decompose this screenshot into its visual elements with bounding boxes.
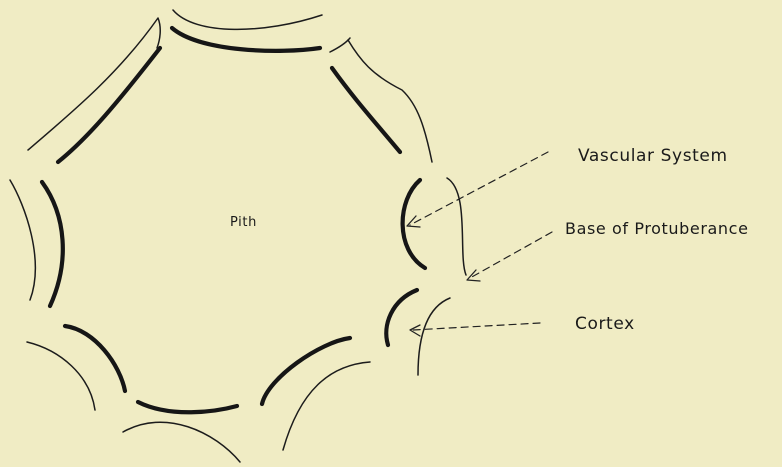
vascular-system-arrowhead bbox=[407, 216, 420, 227]
protuberance-leader bbox=[470, 232, 552, 278]
vascular-system-label: Vascular System bbox=[578, 146, 728, 166]
vascular-bundle-upper-right bbox=[332, 68, 400, 152]
vascular-bundle-top bbox=[172, 28, 320, 51]
vascular-bundle-bottom bbox=[138, 402, 237, 412]
vascular-bundle-lower-right bbox=[386, 290, 417, 345]
vascular-bundle-lower-left bbox=[65, 326, 125, 391]
cortex-leader bbox=[413, 323, 540, 330]
cortex-outline-bottom-right bbox=[283, 362, 370, 450]
cortex-outline-bottom bbox=[123, 422, 240, 462]
vascular-bundle-right bbox=[403, 180, 425, 268]
vascular-bundle-left bbox=[42, 182, 63, 306]
cortex-label: Cortex bbox=[575, 314, 635, 334]
pith-label: Pith bbox=[230, 215, 257, 230]
cortex-outline-lower-left bbox=[27, 342, 95, 410]
label-leader-lines bbox=[407, 152, 552, 336]
vascular-bundle-upper-left bbox=[58, 48, 160, 162]
cortex-outline-lower-right bbox=[418, 298, 450, 375]
vascular-system-leader bbox=[410, 152, 548, 225]
cortex-outline-top bbox=[173, 10, 322, 29]
cortex-outline bbox=[10, 10, 466, 462]
cortex-outline-left bbox=[10, 180, 35, 300]
cortex-outline-upper-right bbox=[348, 40, 432, 162]
cortex-arrowhead bbox=[410, 325, 420, 336]
protuberance-right bbox=[447, 178, 466, 275]
base-of-protuberance-label: Base of Protuberance bbox=[565, 219, 749, 238]
cortex-outline-upper-right-inner bbox=[330, 38, 350, 52]
